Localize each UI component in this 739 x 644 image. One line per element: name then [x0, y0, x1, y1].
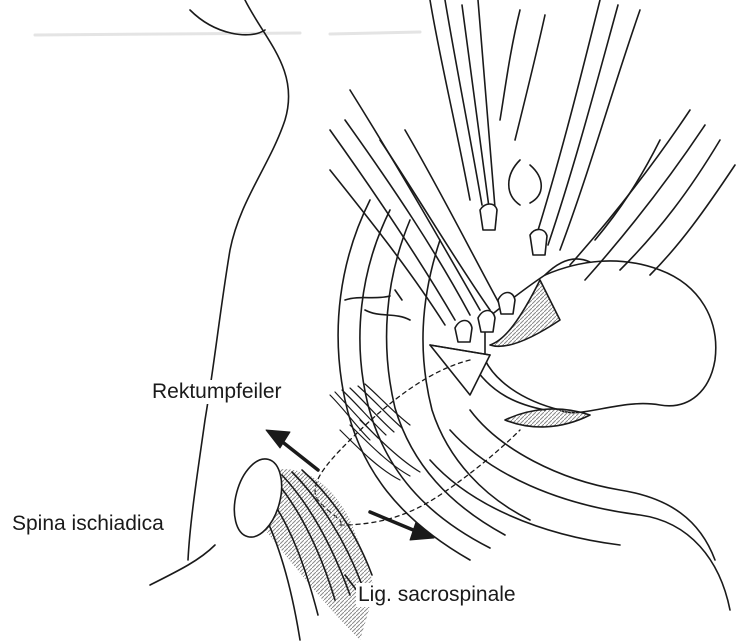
clamp-tips — [430, 160, 547, 395]
tissue-mass — [470, 259, 716, 427]
label-rektumpfeiler: Rektumpfeiler — [150, 380, 284, 404]
label-spina-ischiadica: Spina ischiadica — [10, 512, 166, 536]
rektumpfeiler-fibers — [330, 384, 420, 480]
label-lig-sacrospinale: Lig. sacrospinale — [356, 583, 518, 607]
arrow-lower-right — [370, 512, 434, 540]
suture-marks — [345, 290, 410, 320]
